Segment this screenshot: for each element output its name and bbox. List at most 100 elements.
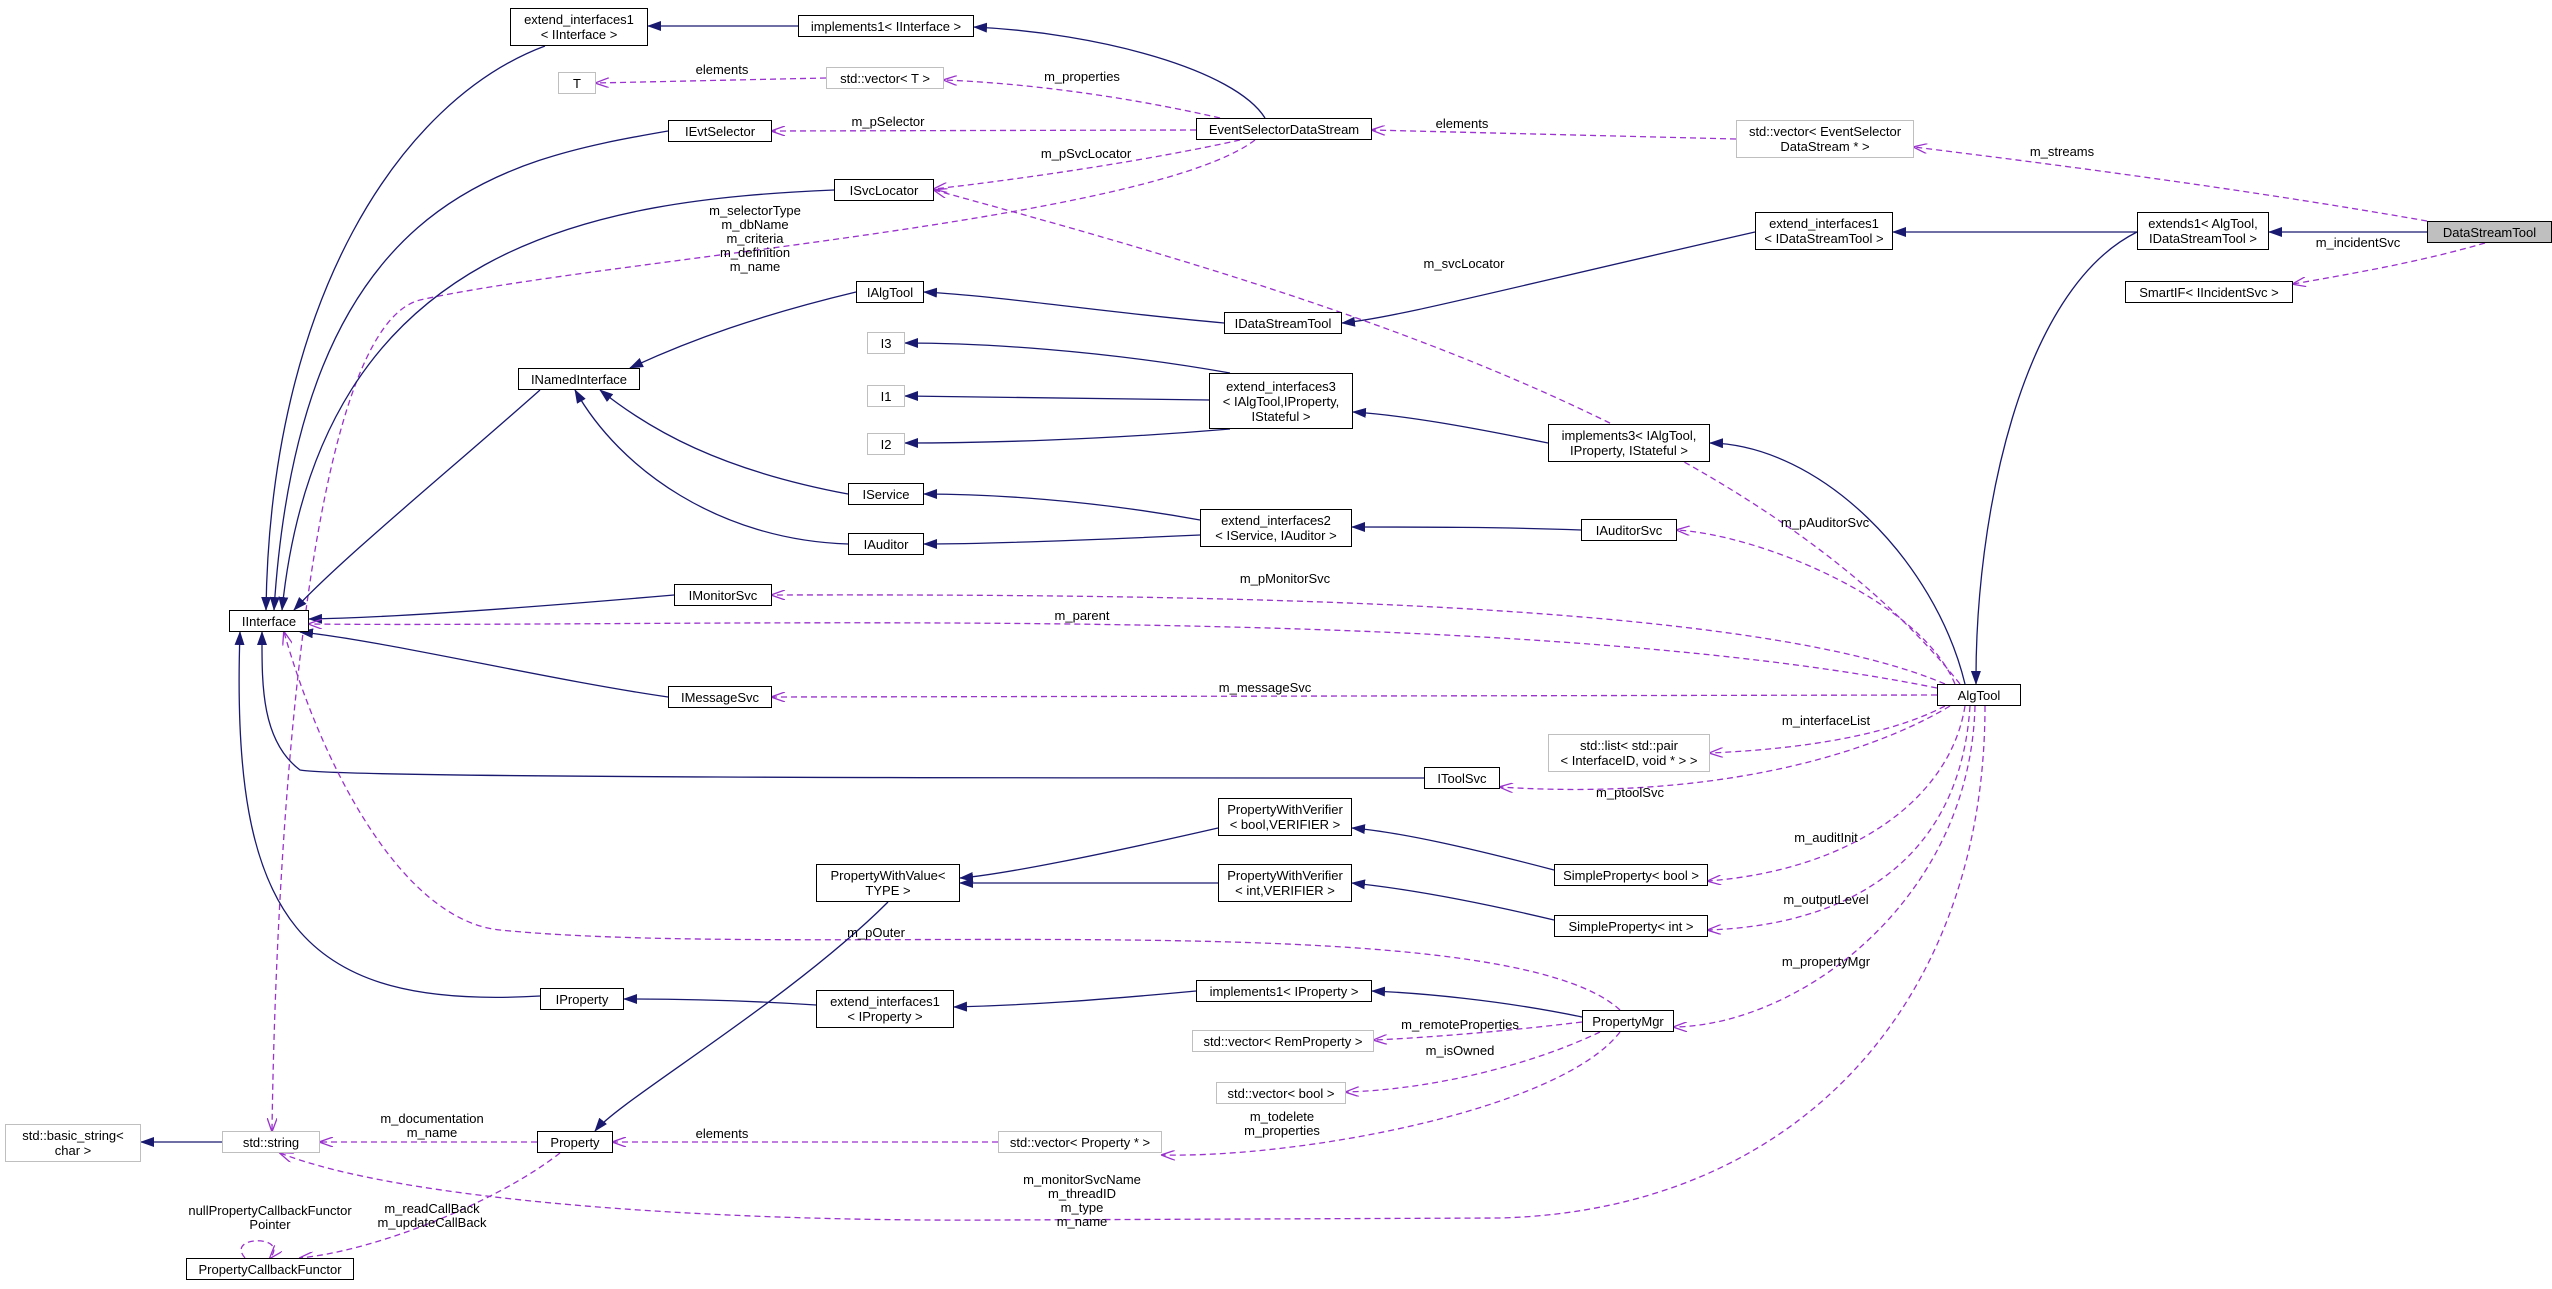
node-property[interactable]: Property bbox=[537, 1131, 613, 1153]
node-imessagesvc[interactable]: IMessageSvc bbox=[668, 686, 772, 708]
edge-label: m_isOwned bbox=[1425, 1043, 1495, 1058]
edge-label: m_messageSvc bbox=[1218, 680, 1312, 695]
edge-PCF-to-PCF bbox=[240, 1240, 274, 1258]
edge-AlgTool-to-listPair bbox=[1710, 705, 1946, 753]
edge-label: elements bbox=[695, 62, 749, 77]
node-pwvint[interactable]: PropertyWithVerifier < int,VERIFIER > bbox=[1218, 864, 1352, 902]
edge-AlgTool-to-stdString bbox=[280, 705, 1986, 1221]
node-iauditor[interactable]: IAuditor bbox=[848, 533, 924, 555]
node-iauditorsvc[interactable]: IAuditorSvc bbox=[1581, 519, 1677, 541]
edge-implements1IProperty-to-extIface1IProperty bbox=[953, 990, 1197, 1012]
edge-extIface2-to-IAuditor bbox=[923, 534, 1201, 549]
node-stdstring: std::string bbox=[222, 1131, 320, 1153]
node-extiface3[interactable]: extend_interfaces3 < IAlgTool,IProperty,… bbox=[1209, 373, 1353, 429]
edge-label: m_streams bbox=[2029, 144, 2095, 159]
edge-extIface3-to-I2 bbox=[904, 428, 1231, 448]
node-propertymgr[interactable]: PropertyMgr bbox=[1582, 1010, 1674, 1032]
node-smartif[interactable]: SmartIF< IIncidentSvc > bbox=[2125, 281, 2293, 303]
node-implements3[interactable]: implements3< IAlgTool, IProperty, IState… bbox=[1548, 424, 1710, 462]
node-iproperty[interactable]: IProperty bbox=[540, 988, 624, 1010]
node-extiface2[interactable]: extend_interfaces2 < IService, IAuditor … bbox=[1200, 509, 1352, 547]
edge-PropertyMgr-to-implements1IProperty bbox=[1371, 986, 1583, 1018]
edge-EventSelectorDataStream-to-IEvtSelector bbox=[772, 130, 1197, 131]
edge-label: m_propertyMgr bbox=[1781, 954, 1871, 969]
edge-IDataStreamTool-to-IAlgTool bbox=[923, 287, 1225, 324]
node-eventselectordatastream[interactable]: EventSelectorDataStream bbox=[1196, 118, 1372, 140]
node-iinterface[interactable]: IInterface bbox=[229, 610, 309, 632]
node-vecbool: std::vector< bool > bbox=[1216, 1082, 1346, 1104]
node-pwvbool[interactable]: PropertyWithVerifier < bool,VERIFIER > bbox=[1218, 798, 1352, 836]
edge-IMessageSvc-to-IInterface bbox=[299, 628, 669, 698]
edge-AlgTool-to-PropertyMgr bbox=[1674, 705, 1976, 1027]
edge-AlgTool-to-IMonitorSvc bbox=[772, 595, 1946, 685]
edge-AlgTool-to-SPbool bbox=[1708, 705, 1966, 881]
edge-PropertyMgr-to-vecBool bbox=[1346, 1031, 1601, 1092]
edge-extIface2-to-IService bbox=[923, 489, 1201, 521]
edge-extends1-to-AlgTool bbox=[1970, 231, 2138, 685]
node-ievtselector[interactable]: IEvtSelector bbox=[668, 120, 772, 142]
node-extiface1iproperty[interactable]: extend_interfaces1 < IProperty > bbox=[816, 990, 954, 1028]
node-vecremproperty: std::vector< RemProperty > bbox=[1192, 1030, 1374, 1052]
edge-INamedInterface-to-IInterface bbox=[293, 389, 541, 611]
node-i3: I3 bbox=[867, 332, 905, 354]
edge-IToolSvc-to-IInterface bbox=[256, 631, 1425, 779]
node-implements1iproperty[interactable]: implements1< IProperty > bbox=[1196, 980, 1372, 1002]
edge-IProperty-to-IInterface bbox=[234, 631, 541, 998]
edge-IEvtSelector-to-IInterface bbox=[269, 130, 669, 611]
edge-ISvcLocator-to-IInterface bbox=[278, 189, 835, 611]
edge-PropertyMgr-to-vecRemProperty bbox=[1374, 1021, 1583, 1040]
edge-label: m_svcLocator bbox=[1423, 256, 1505, 271]
edge-label: m_remoteProperties bbox=[1401, 1017, 1519, 1032]
node-pwvalue[interactable]: PropertyWithValue< TYPE > bbox=[816, 864, 960, 902]
edge-IMonitorSvc-to-IInterface bbox=[308, 594, 675, 624]
node-spint[interactable]: SimpleProperty< int > bbox=[1554, 915, 1708, 937]
node-iservice[interactable]: IService bbox=[848, 483, 924, 505]
node-ialgtool[interactable]: IAlgTool bbox=[856, 281, 924, 303]
node-i2: I2 bbox=[867, 433, 905, 455]
edge-SPint-to-PWVint bbox=[1351, 879, 1555, 921]
edge-Property-to-PCF bbox=[300, 1152, 561, 1258]
node-vect: std::vector< T > bbox=[826, 67, 944, 89]
edge-AlgTool-to-SPint bbox=[1708, 705, 1971, 930]
edge-PWVbool-to-PWValue bbox=[959, 827, 1219, 883]
edge-label: m_pMonitorSvc bbox=[1239, 571, 1331, 586]
edge-IAuditor-to-INamedInterface bbox=[574, 389, 849, 545]
edge-EventSelectorDataStream-to-vecT bbox=[944, 80, 1221, 119]
edge-EventSelectorDataStream-to-implements1IInterface bbox=[973, 22, 1266, 119]
node-itoolsvc[interactable]: IToolSvc bbox=[1424, 767, 1500, 789]
node-idatastreamtool[interactable]: IDataStreamTool bbox=[1224, 312, 1342, 334]
edge-PropertyMgr-to-IInterface bbox=[284, 632, 1621, 1011]
node-isvclocator[interactable]: ISvcLocator bbox=[834, 179, 934, 201]
node-extiface1iinterface[interactable]: extend_interfaces1 < IInterface > bbox=[510, 8, 648, 46]
node-extiface1idst[interactable]: extend_interfaces1 < IDataStreamTool > bbox=[1755, 212, 1893, 250]
edge-AlgTool-to-IToolSvc bbox=[1500, 705, 1951, 789]
node-spbool[interactable]: SimpleProperty< bool > bbox=[1554, 864, 1708, 886]
node-algtool[interactable]: AlgTool bbox=[1937, 684, 2021, 706]
edge-label: m_documentation m_name bbox=[380, 1111, 484, 1140]
edge-EventSelectorDataStream-to-stdString bbox=[272, 139, 1256, 1131]
edge-vecT-to-T bbox=[596, 77, 827, 83]
edge-label: m_monitorSvcName m_threadID m_type m_nam… bbox=[1023, 1172, 1141, 1229]
edge-label: m_incidentSvc bbox=[2315, 235, 2401, 250]
node-inamedinterface[interactable]: INamedInterface bbox=[518, 368, 640, 390]
node-i1: I1 bbox=[867, 385, 905, 407]
node-vecevtselds: std::vector< EventSelector DataStream * … bbox=[1736, 120, 1914, 158]
edge-PropertyMgr-to-vecProperty bbox=[1162, 1031, 1621, 1155]
node-imonitorsvc[interactable]: IMonitorSvc bbox=[674, 584, 772, 606]
edge-SPbool-to-PWVbool bbox=[1351, 824, 1555, 871]
edge-label: m_interfaceList bbox=[1781, 713, 1871, 728]
node-t: T bbox=[558, 72, 596, 94]
edge-AlgTool-to-implements3 bbox=[1709, 438, 1966, 685]
edge-label: m_properties bbox=[1044, 69, 1120, 84]
edge-label: m_parent bbox=[1054, 608, 1110, 623]
node-pcf[interactable]: PropertyCallbackFunctor bbox=[186, 1258, 354, 1280]
edge-label: elements bbox=[1435, 116, 1489, 131]
node-datastreamtool[interactable]: DataStreamTool bbox=[2427, 221, 2552, 243]
edge-DataStreamTool-to-SmartIF bbox=[2293, 242, 2486, 284]
edge-label: m_todelete m_properties bbox=[1244, 1109, 1320, 1138]
edge-AlgTool-to-ISvcLocator bbox=[934, 190, 1961, 685]
node-extends1[interactable]: extends1< AlgTool, IDataStreamTool > bbox=[2137, 212, 2269, 250]
node-implements1iinterface[interactable]: implements1< IInterface > bbox=[798, 15, 974, 37]
edge-IAuditorSvc-to-extIface2 bbox=[1351, 522, 1582, 533]
